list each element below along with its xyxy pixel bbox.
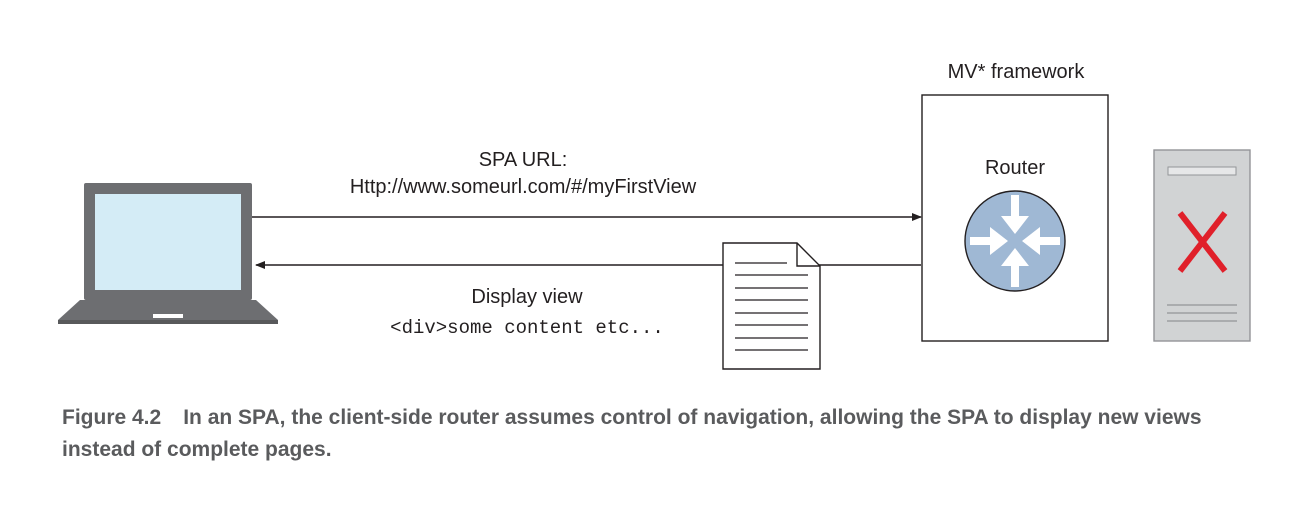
- response-label: Display view: [471, 286, 583, 308]
- router-icon: [964, 190, 1066, 292]
- caption-text: In an SPA, the client-side router assume…: [62, 406, 1202, 461]
- response-code: <div>some content etc...: [390, 317, 664, 339]
- figure-number: Figure 4.2: [62, 406, 162, 429]
- framework-title: MV* framework: [948, 61, 1086, 83]
- router-label: Router: [985, 157, 1045, 179]
- document-icon: [722, 242, 821, 370]
- request-url: Http://www.someurl.com/#/myFirstView: [350, 176, 697, 198]
- request-label: SPA URL:: [479, 149, 568, 171]
- laptop-icon: [58, 183, 278, 324]
- x-mark-icon: [1177, 211, 1228, 273]
